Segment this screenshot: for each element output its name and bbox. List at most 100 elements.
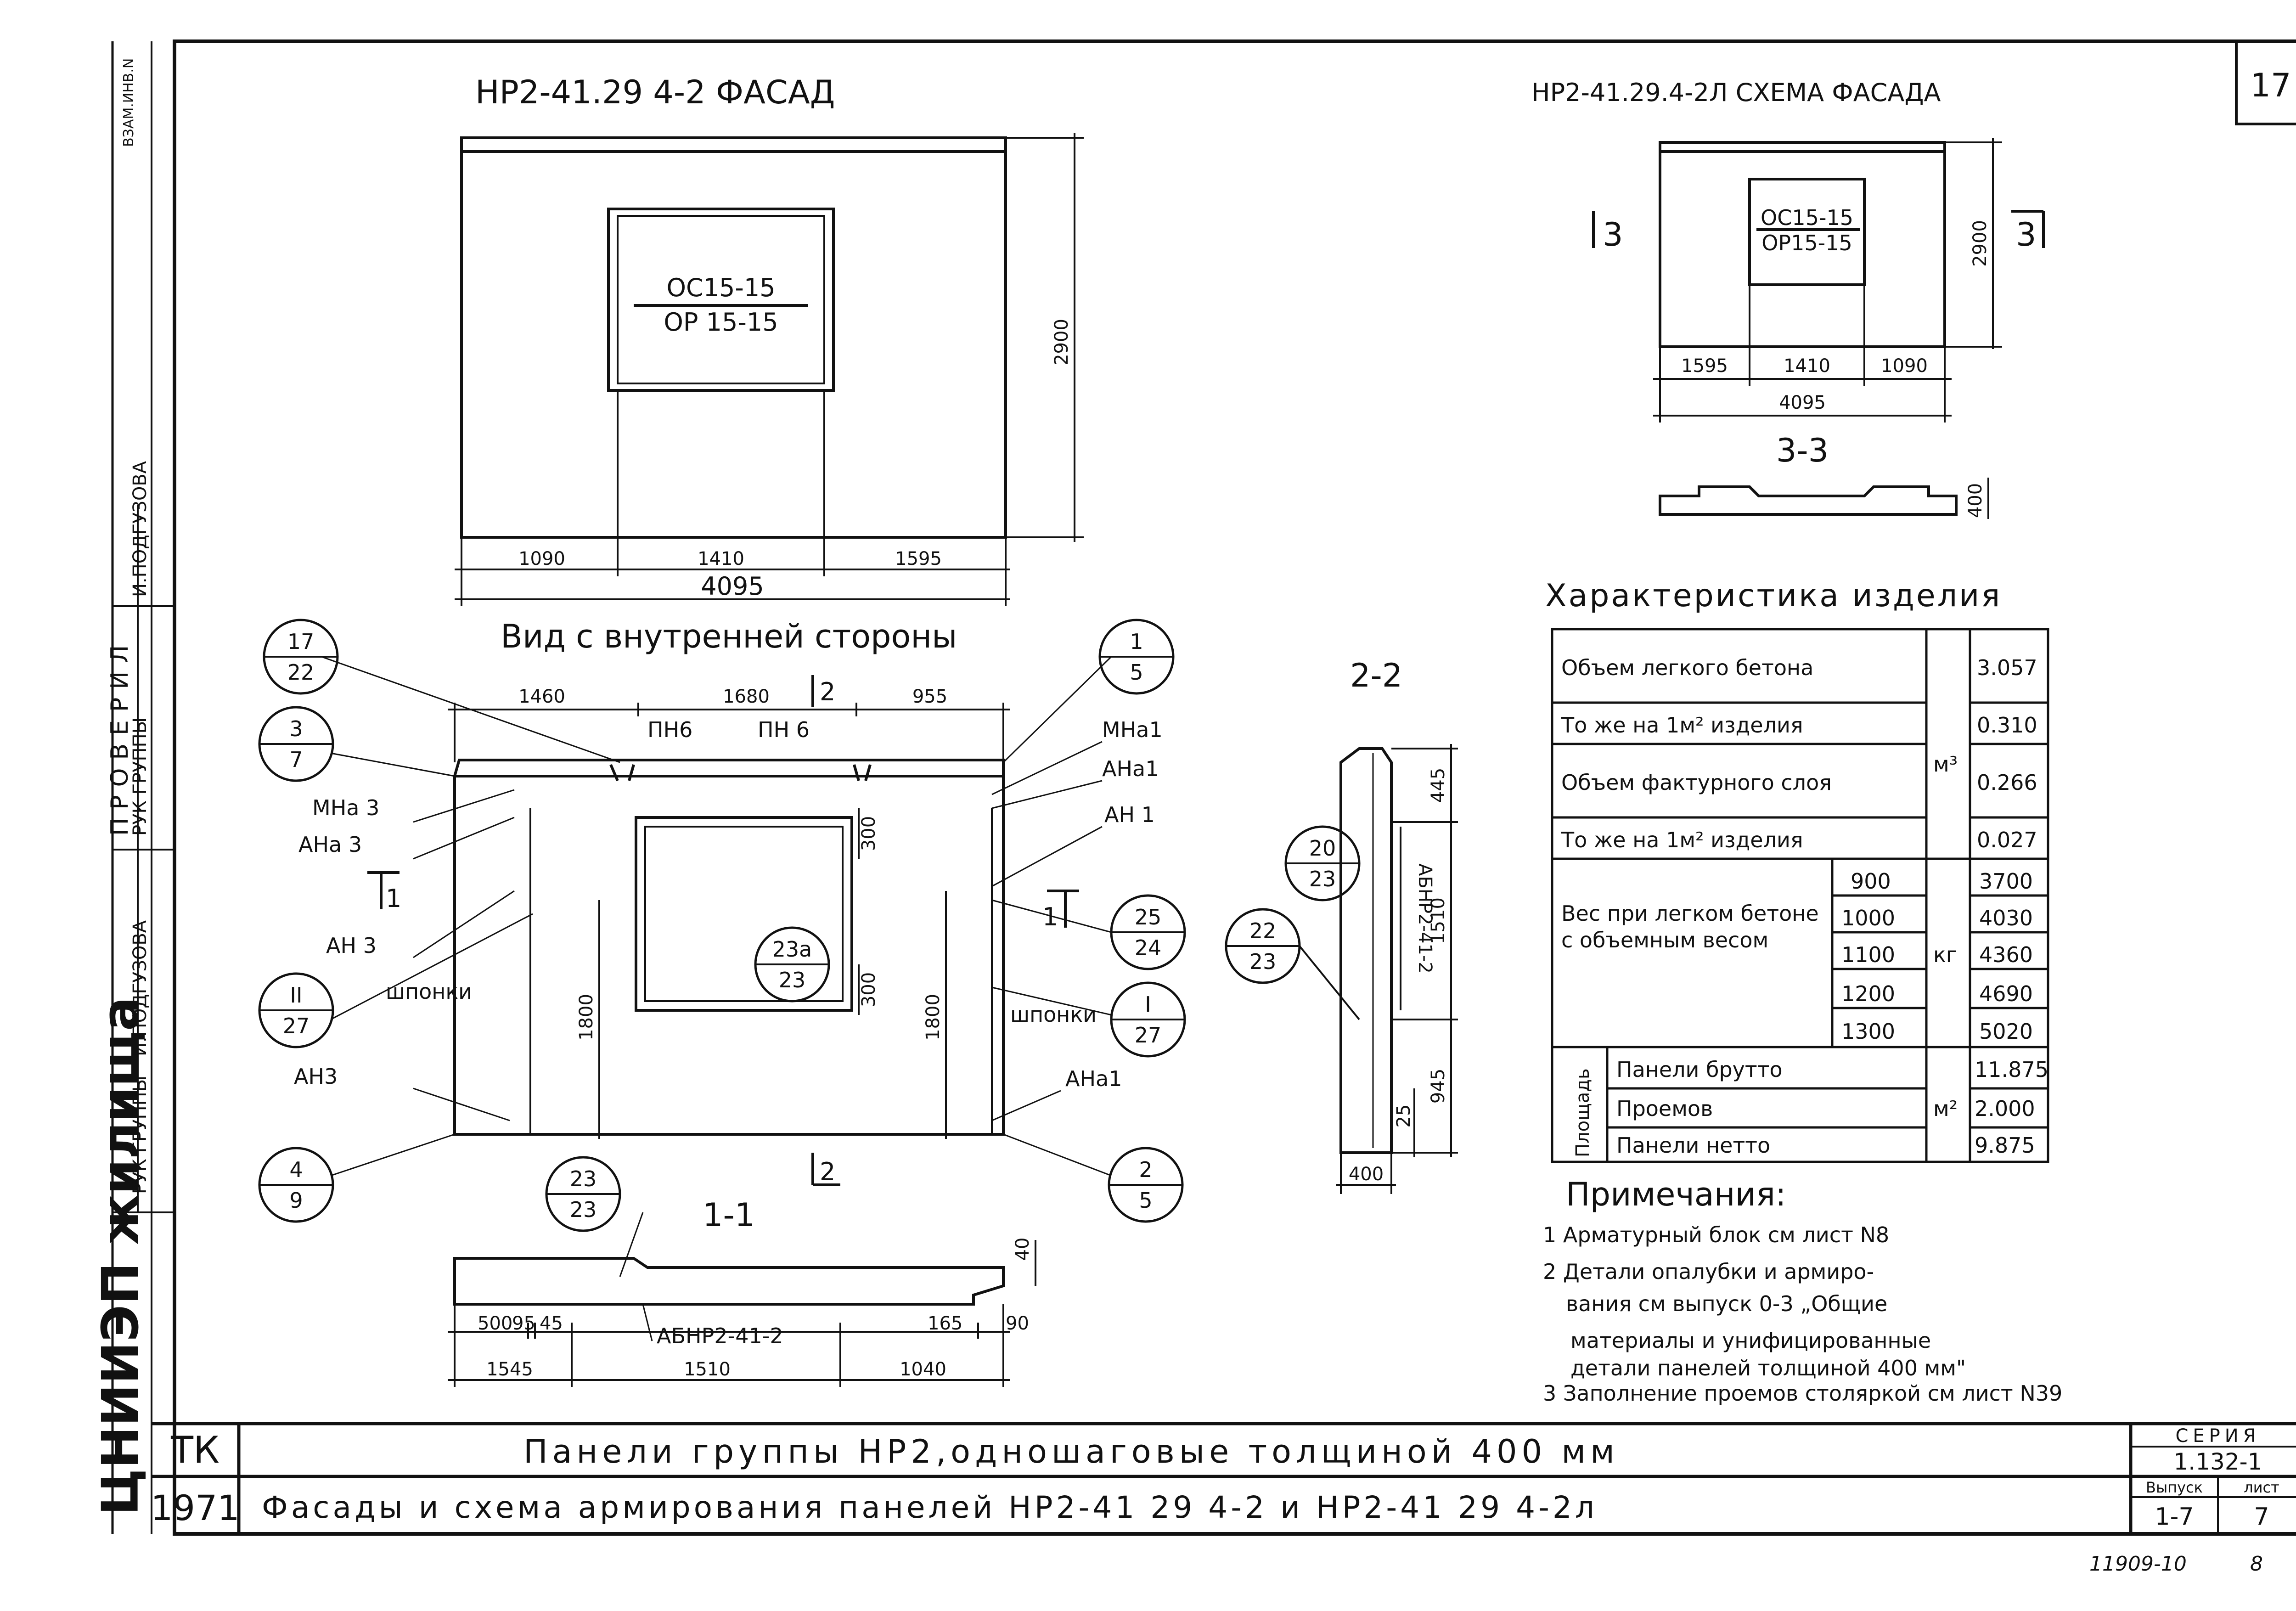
char-unit-volume: м³ <box>1933 752 1958 777</box>
section-11-profile <box>453 1257 1005 1306</box>
section-22-dim-lines <box>1299 744 1458 1194</box>
inner-label: АН 3 <box>326 933 377 958</box>
facade-dim: 1090 <box>518 548 565 569</box>
inner-label: АНа 3 <box>298 832 362 857</box>
section-11-dim: 1510 <box>684 1359 731 1380</box>
issue-label: Выпуск <box>2146 1479 2203 1496</box>
note-line: детали панелей толщиной 400 мм" <box>1570 1356 1966 1380</box>
scheme-dim: 1595 <box>1681 355 1728 377</box>
scheme-dim-height: 2900 <box>1970 220 1991 267</box>
char-weight-label-box: Вес при легком бетоне с объемным весом <box>1561 901 1819 952</box>
callout-bottom: 5 <box>1139 1188 1152 1213</box>
inner-label: ПН 6 <box>758 717 810 742</box>
scheme-section-title: 3-3 <box>1776 432 1829 469</box>
callout-bottom: 23 <box>779 968 806 992</box>
inner-label: МНа 3 <box>312 795 379 820</box>
inner-section-marks <box>367 675 1079 1186</box>
char-value: 0.027 <box>1977 828 2037 852</box>
char-weight: 5020 <box>1979 1019 2033 1044</box>
stamp-role: И.ПОДГУЗОВА <box>129 920 151 1056</box>
scheme-window-label-2: ОР15-15 <box>1761 231 1852 255</box>
facade-dimension-lines <box>455 133 1084 606</box>
char-value: 0.310 <box>1977 713 2037 738</box>
callout-bottom: 7 <box>289 747 303 772</box>
char-value: 3.057 <box>1977 655 2037 680</box>
facade-dim-height: 2900 <box>1051 319 1072 366</box>
section-11-leader <box>642 1304 653 1341</box>
inner-label: АН3 <box>294 1064 338 1089</box>
inner-dim-vertical: 300 <box>858 972 879 1007</box>
stamp-role: РУК ГРУППЫ <box>129 1076 151 1194</box>
stamp-role: И.ПОДГУЗОВА <box>129 461 151 597</box>
sheet-frame <box>173 39 2296 1536</box>
sheet-number: 17 <box>2250 67 2291 104</box>
section-22-profile <box>1339 747 1393 1154</box>
section-22-dim: 25 <box>1393 1104 1414 1128</box>
section-11-dim: 90 <box>1006 1313 1029 1334</box>
char-density: 1000 <box>1841 906 1895 930</box>
callout-top: 22 <box>1249 918 1277 943</box>
scheme-section-marks <box>1592 210 2045 248</box>
section-mark: 1 <box>1042 902 1058 931</box>
note-line: 1 Арматурный блок см лист N8 <box>1543 1222 1889 1247</box>
inner-dim: 1460 <box>518 686 565 707</box>
callout-bottom: 23 <box>1249 949 1277 974</box>
section-22-label: АБНР2-41-2 <box>1414 863 1435 974</box>
note-line: 3 Заполнение проемов столяркой см лист N… <box>1543 1381 2062 1406</box>
series-label: СЕРИЯ <box>2175 1425 2260 1447</box>
title-line-2: Фасады и схема армирования панелей НР2-4… <box>262 1490 1598 1525</box>
callout-top: 17 <box>287 629 315 654</box>
char-weight: 3700 <box>1979 869 2033 894</box>
note-line: материалы и унифицированные <box>1570 1328 1931 1353</box>
inner-leader-lines <box>321 656 1112 1177</box>
char-unit-area: м² <box>1933 1096 1958 1121</box>
title-code: ТК <box>170 1429 219 1471</box>
callout-bottom: 9 <box>289 1188 303 1213</box>
char-weight-label: Вес при легком бетоне с объемным весом <box>1561 901 1819 952</box>
char-area-value: 9.875 <box>1975 1133 2035 1158</box>
char-area-title: Площадь <box>1572 1068 1593 1157</box>
callout-bottom: 5 <box>1130 660 1143 685</box>
section-11-dim: 1545 <box>486 1359 533 1380</box>
callout-top: 3 <box>289 716 303 741</box>
inner-dim-vertical: 1800 <box>923 994 944 1041</box>
issue-value: 1-7 <box>2155 1503 2194 1531</box>
title-line-1: Панели группы НР2,одношаговые толщиной 4… <box>523 1433 1619 1470</box>
inner-label: МНа1 <box>1102 717 1163 742</box>
series-value: 1.132-1 <box>2174 1448 2262 1475</box>
inner-label: АНа1 <box>1065 1066 1122 1091</box>
inner-label: шпонки <box>386 979 472 1004</box>
sheet-label: лист <box>2244 1479 2279 1496</box>
title-block <box>152 1422 2296 1534</box>
section-22-dim: 1510 <box>1428 897 1449 944</box>
section-mark: 2 <box>820 677 835 706</box>
section-11-dim-lines <box>448 1240 1036 1387</box>
section-11-dim: 1040 <box>900 1359 946 1380</box>
callout-top: 4 <box>289 1157 303 1182</box>
facade-dim: 1595 <box>895 548 942 569</box>
sheet-number-box <box>2235 40 2296 125</box>
section-11-dim-right: 40 <box>1012 1238 1033 1261</box>
stamp-role: РУК ГРУППЫ <box>129 717 151 836</box>
inner-label: ПН6 <box>647 717 692 742</box>
callout-top: 23а <box>772 937 812 962</box>
scheme-dim: 1410 <box>1784 355 1830 377</box>
char-density: 1300 <box>1841 1019 1895 1044</box>
section-11-leader <box>619 1212 644 1277</box>
callout-top: 20 <box>1309 836 1336 861</box>
inner-label: АН 1 <box>1104 802 1155 827</box>
char-label: То же на 1м² изделия <box>1561 713 1803 738</box>
footer-page: 8 <box>2250 1552 2263 1576</box>
callout-top: 1 <box>1130 629 1143 654</box>
scheme-section-profile <box>1659 485 1958 516</box>
section-11-dim: 500 <box>478 1313 512 1334</box>
facade-window-label-2: ОР 15-15 <box>664 308 778 337</box>
callout-top: II <box>290 983 302 1008</box>
section-22-dim: 400 <box>1349 1164 1384 1185</box>
char-area-value: 2.000 <box>1975 1096 2035 1121</box>
stamp-top-label: ВЗАМ.ИНВ.N <box>121 58 137 147</box>
inner-dim-vertical: 1800 <box>576 994 597 1041</box>
inner-view-panel <box>453 759 1005 1136</box>
callout-bottom: 24 <box>1135 935 1162 960</box>
